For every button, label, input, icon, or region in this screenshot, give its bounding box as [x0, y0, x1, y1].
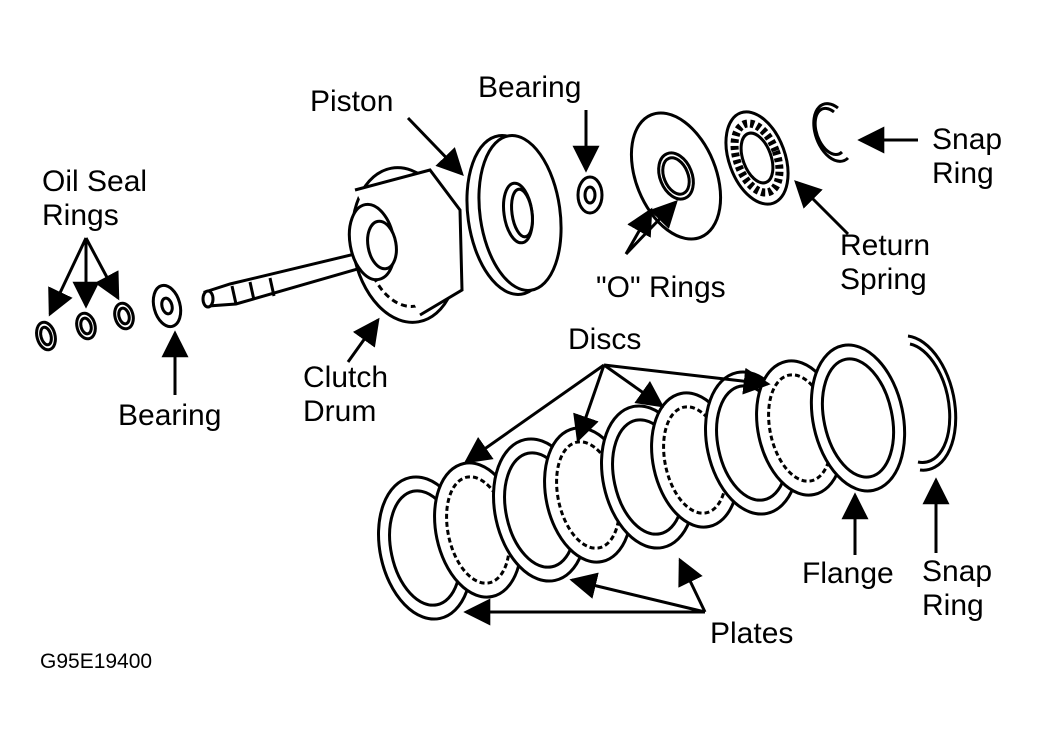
clutch-drum-label-line2: Drum [303, 395, 377, 428]
bearing-left-label: Bearing [118, 399, 222, 432]
oil-seal-rings-label-line2: Rings [42, 199, 119, 232]
bearing-top-part [576, 175, 604, 215]
discs-label: Discs [568, 323, 642, 356]
o-rings-part [629, 111, 723, 241]
piston-label: Piston [310, 85, 394, 118]
flange-label: Flange [802, 557, 894, 590]
discs-plates-stack [377, 343, 907, 621]
return-spring-label-line2: Spring [840, 263, 927, 296]
snap-ring-top-label-line2: Ring [932, 157, 994, 190]
oil-seal-rings-label-line1: Oil Seal [42, 165, 148, 198]
snap-ring-top-label-line1: Snap [932, 123, 1003, 156]
piston-part [465, 134, 563, 296]
snap-ring-bottom-label-line2: Ring [922, 589, 984, 622]
clutch-drum-part [201, 166, 464, 324]
clutch-drum-label-line1: Clutch [303, 361, 389, 394]
figure-code: G95E19400 [40, 650, 153, 673]
oil-seal-rings [35, 301, 135, 352]
snap-ring-bottom-label-line1: Snap [922, 555, 993, 588]
return-spring-label-line1: Return [840, 229, 931, 262]
return-spring-part [724, 110, 790, 206]
snap-ring-bottom-part [907, 334, 958, 472]
snap-ring-top-part [812, 102, 850, 163]
bearing-top-label: Bearing [478, 71, 582, 104]
leader-arrows [48, 110, 950, 626]
plates-label: Plates [710, 617, 794, 650]
o-rings-label: "O" Rings [596, 271, 726, 304]
bearing-left-part [151, 283, 183, 329]
